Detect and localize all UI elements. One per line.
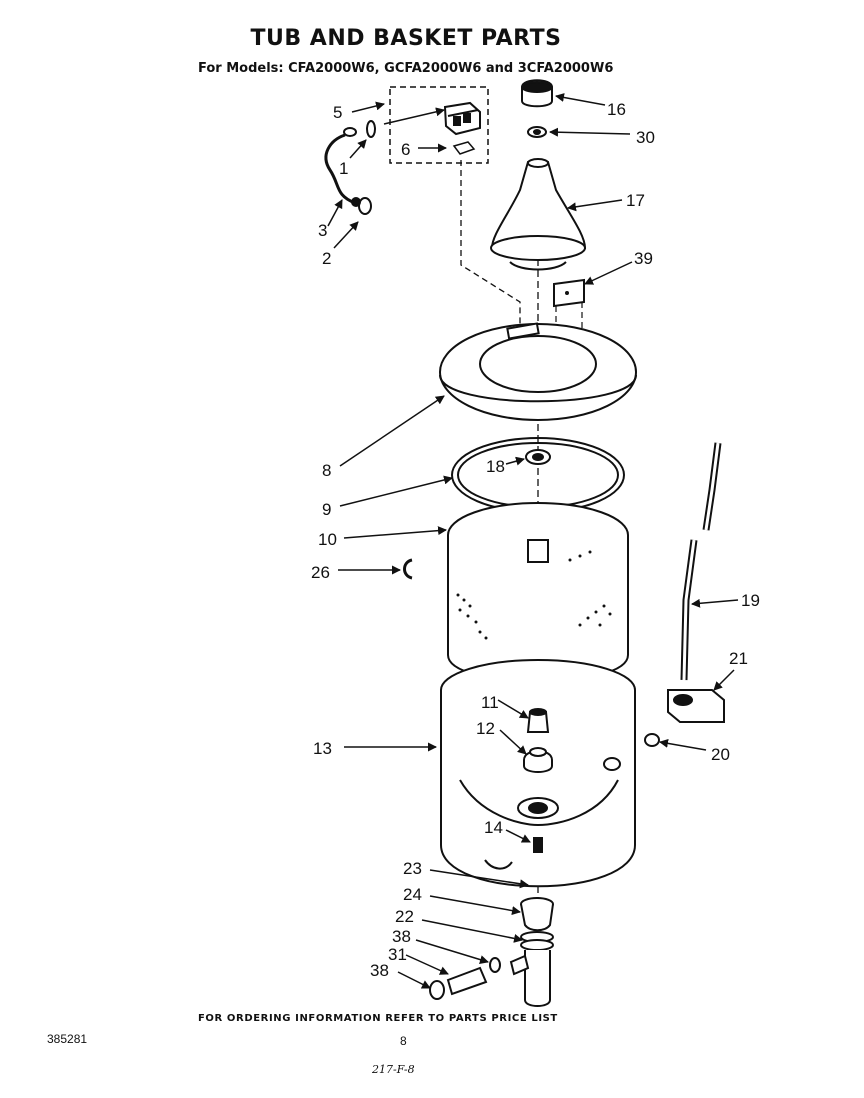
callout-11: 11: [481, 693, 499, 712]
model-subtitle: For Models: CFA2000W6, GCFA2000W6 and 3C…: [198, 61, 614, 76]
callout-12: 12: [476, 719, 495, 738]
callout-10: 10: [318, 530, 337, 549]
callout-17: 17: [626, 191, 645, 210]
callout-21: 21: [729, 649, 748, 668]
handwritten-note: 217-F-8: [372, 1063, 415, 1076]
callout-24: 24: [403, 885, 422, 904]
callout-31: 31: [388, 945, 407, 964]
callout-2: 2: [322, 249, 331, 268]
callout-22: 22: [395, 907, 414, 926]
callout-20: 20: [711, 745, 730, 764]
callout-39: 39: [634, 249, 653, 268]
callout-3: 3: [318, 221, 327, 240]
callout-19: 19: [741, 591, 760, 610]
page-title: TUB AND BASKET PARTS: [250, 26, 562, 51]
callout-38-lower: 38: [370, 961, 389, 980]
callout-9: 9: [322, 500, 331, 519]
callout-13: 13: [313, 739, 332, 758]
callout-8: 8: [322, 461, 331, 480]
callout-38-upper: 38: [392, 927, 411, 946]
page-number: 8: [400, 1034, 407, 1048]
callout-30: 30: [636, 128, 655, 147]
callout-16: 16: [607, 100, 626, 119]
ordering-note: FOR ORDERING INFORMATION REFER TO PARTS …: [198, 1013, 558, 1024]
callout-26: 26: [311, 563, 330, 582]
callout-23: 23: [403, 859, 422, 878]
document-number: 385281: [47, 1032, 88, 1046]
callout-5: 5: [333, 103, 342, 122]
callout-6: 6: [401, 140, 410, 159]
callout-1: 1: [339, 159, 348, 178]
callout-18: 18: [486, 457, 505, 476]
callout-14: 14: [484, 818, 503, 837]
